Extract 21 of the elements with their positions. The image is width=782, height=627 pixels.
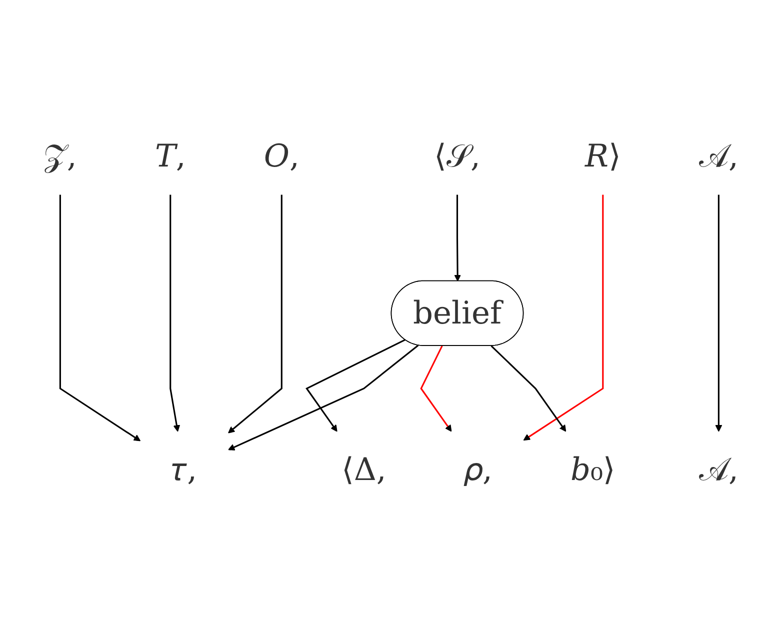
arrow xyxy=(420,346,452,432)
arrow xyxy=(228,345,419,451)
arrow xyxy=(228,195,282,434)
node-text: 𝜏, xyxy=(172,452,198,488)
arrow xyxy=(170,195,180,432)
arrow xyxy=(490,346,566,432)
arrow xyxy=(59,195,141,442)
node-text: 𝜌, xyxy=(464,452,492,488)
arrow xyxy=(454,195,462,282)
node-text: 𝒜, xyxy=(698,138,738,175)
node-text: ⟨𝒮, xyxy=(434,138,480,175)
arrow xyxy=(715,195,722,432)
node-text: 𝑅⟩ xyxy=(585,138,621,175)
node-text: 𝒜, xyxy=(698,452,738,488)
node-text: 𝑇, xyxy=(154,138,186,175)
arrow xyxy=(523,195,604,441)
node-text: 𝑏₀⟩ xyxy=(570,452,616,488)
node-text: 𝑂, xyxy=(264,138,300,175)
arrow xyxy=(306,340,406,432)
node-text: 𝒵, xyxy=(44,138,77,175)
node-text: ⟨Δ, xyxy=(342,452,386,488)
